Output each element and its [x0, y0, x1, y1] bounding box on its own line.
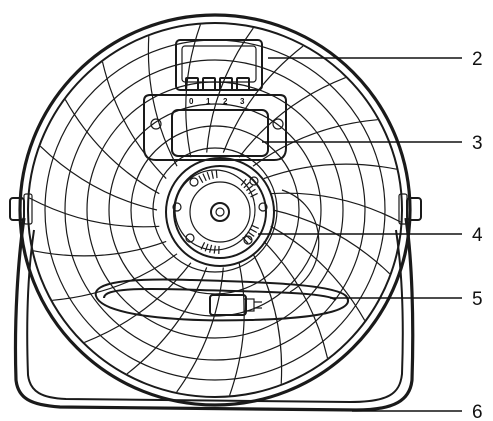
motor-vent-slot [202, 173, 207, 182]
motor-vent-slot [242, 236, 249, 244]
guard-spoke [33, 240, 167, 257]
motor-vent-slot [209, 244, 213, 253]
guard-spoke [39, 145, 158, 211]
guard-spoke [229, 262, 245, 396]
guard-ring [64, 59, 366, 361]
motor-vent-slot [198, 175, 204, 183]
switch-label-1: 1 [206, 97, 211, 106]
motor [165, 157, 275, 267]
guard-spoke [147, 36, 178, 167]
guard-spoke [252, 119, 378, 167]
callout-4: 4 [472, 225, 483, 246]
motor-vent-slot [200, 242, 206, 250]
guard-spoke [84, 262, 192, 343]
motor-vent-slot [211, 170, 214, 179]
motor-vent-slot [204, 243, 209, 252]
power-cord [94, 189, 349, 322]
switch-label-0: 0 [189, 97, 194, 106]
speed-switch [175, 39, 263, 91]
motor-vent-slot [244, 234, 252, 241]
guard-spoke [263, 240, 329, 359]
switch-label-3: 3 [240, 97, 245, 106]
guard-spoke [52, 253, 178, 301]
switch-label-2: 2 [223, 97, 228, 106]
guard-spoke [263, 163, 397, 180]
guard-spoke [270, 192, 401, 223]
guard-spoke [101, 61, 167, 180]
motor-vent-slot [213, 245, 216, 254]
right-pivot-knob [398, 193, 422, 225]
guard-ring [86, 81, 344, 339]
guard-spoke [176, 267, 224, 393]
guard-ring [152, 147, 278, 273]
callout-3: 3 [472, 133, 483, 154]
callout-2: 2 [472, 49, 483, 70]
base-stand [13, 217, 415, 412]
motor-vent-slot [250, 192, 258, 198]
motor-vent-slot [206, 171, 211, 180]
callouts: 2 3 4 5 6 [258, 49, 483, 421]
motor-vent-slot [251, 224, 259, 229]
motor-vent-slot [246, 185, 254, 192]
guard-spoke [29, 197, 160, 228]
motor-vent-slot [215, 170, 218, 179]
fan-guard [18, 13, 412, 407]
switch-buttons [185, 77, 250, 91]
guard-spoke [252, 253, 283, 384]
callout-6: 6 [472, 402, 483, 421]
guard-spoke [64, 99, 160, 195]
motor-vent-slot [248, 188, 256, 195]
motor-vent-slot [240, 178, 247, 186]
control-housing: 0 1 2 3 [143, 94, 287, 161]
callout-5: 5 [472, 289, 483, 310]
motor-vent-slot [247, 231, 255, 237]
motor-vent-slot [243, 181, 251, 189]
motor-vent-slot [249, 228, 257, 234]
